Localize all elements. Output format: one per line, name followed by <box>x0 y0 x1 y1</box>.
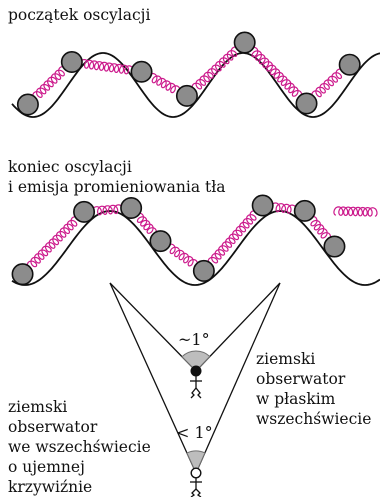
angle-label-flat: ~1° <box>178 331 210 349</box>
end-oscillation-label-line2: i emisja promieniowania tła <box>8 178 226 197</box>
baryon-ball <box>339 54 359 74</box>
spring-coil <box>208 211 259 267</box>
flat-observer-label-line3: w płaskim <box>256 390 335 409</box>
baryon-ball <box>234 32 254 52</box>
baryon-ball <box>74 202 94 222</box>
angle-label-negative: < 1° <box>176 424 213 442</box>
baryon-ball <box>18 94 38 114</box>
spring-coil <box>334 207 377 216</box>
baryon-ball <box>295 201 315 221</box>
baryon-ball <box>131 62 151 82</box>
spring-coil <box>308 217 331 243</box>
negative-observer-label-line3: we wszechświecie <box>8 438 151 457</box>
negative-observer-label-line2: obserwator <box>8 418 97 437</box>
observer-negative-icon <box>190 468 202 497</box>
start-oscillation-label: początek oscylacji <box>8 6 150 25</box>
end-oscillation-label-line1: koniec oscylacji <box>8 158 132 177</box>
negative-observer-label-line5: krzywiźnie <box>8 478 92 497</box>
spring-coil <box>248 47 301 100</box>
baryon-ball <box>252 195 272 215</box>
flat-observer-label-line1: ziemski <box>256 350 315 369</box>
flat-observer-label-line4: wszechświecie <box>256 410 371 429</box>
observer-flat-icon <box>190 366 202 398</box>
spring-coil <box>33 67 68 101</box>
baryon-ball <box>150 231 170 251</box>
spring-coil <box>27 217 80 271</box>
baryon-ball <box>194 261 214 281</box>
baryon-ball <box>177 86 197 106</box>
flat-observer-label-line2: obserwator <box>256 370 345 389</box>
spring-coil <box>192 47 241 93</box>
spring-coil <box>166 244 198 269</box>
baryon-ball <box>296 93 316 113</box>
baryon-ball <box>324 236 344 256</box>
start-oscillation-wave <box>12 32 380 117</box>
spring-coil <box>148 74 180 96</box>
end-oscillation-wave <box>12 195 380 285</box>
negative-observer-label-line4: o ujemnej <box>8 458 85 477</box>
baryon-ball <box>121 198 141 218</box>
baryon-ball <box>62 52 82 72</box>
negative-observer-label-line1: ziemski <box>8 398 67 417</box>
baryon-ball <box>12 264 32 284</box>
balls-start <box>18 32 360 114</box>
